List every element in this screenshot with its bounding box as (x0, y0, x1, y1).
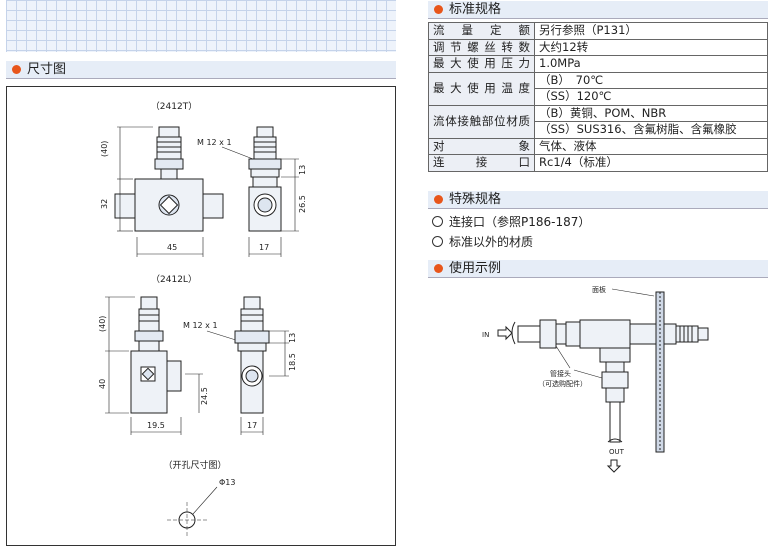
table-row: （SS）SUS316、含氟树脂、含氟橡胶 (429, 121, 768, 139)
in-label: IN (482, 331, 489, 339)
model-label-2412t: （2412T） (151, 101, 197, 112)
spec-value: （B） 70℃ (534, 71, 768, 89)
table-row: 流量定额另行参照（P131） (428, 22, 768, 40)
special-item-2: 标准以外的材质 (449, 235, 534, 249)
spec-key: 流量定额 (428, 22, 535, 40)
dim-l-side-b: 18.5 (288, 353, 297, 371)
dim-t-side-a: 13 (298, 165, 307, 175)
bullet-icon (434, 264, 443, 273)
circle-bullet-icon (432, 216, 443, 227)
spec-key: 连接口 (428, 154, 535, 172)
panel-label: 面板 (592, 285, 606, 294)
spec-key: 对象 (428, 137, 535, 155)
list-item: 标准以外的材质 (432, 233, 533, 250)
dimension-section-header: 尺寸图 (6, 61, 396, 79)
spec-value: （SS）120℃ (534, 88, 768, 106)
thread-label-l: M 12 x 1 (183, 321, 218, 330)
usage-section-title: 使用示例 (449, 261, 502, 276)
spec-value: 另行参照（P131） (534, 22, 768, 40)
special-section-header: 特殊规格 (428, 191, 768, 209)
table-row: 流体接触部位材质（B）黄铜、POM、NBR (428, 104, 768, 139)
usage-section-header: 使用示例 (428, 260, 768, 278)
spec-value: 大约12转 (534, 38, 768, 56)
dim-l-body: 40 (98, 379, 107, 389)
spec-key: 最大使用压力 (428, 55, 535, 73)
dim-l-side-w: 17 (247, 421, 257, 430)
spec-value: （SS）SUS316、含氟树脂、含氟橡胶 (534, 121, 768, 139)
bullet-icon (434, 5, 443, 14)
spec-value: 气体、液体 (534, 137, 768, 155)
bullet-icon (12, 65, 21, 74)
dim-l-width: 19.5 (147, 421, 165, 430)
usage-diagram: 面板 IN 管接头 （可选购配件） OUT (482, 285, 709, 473)
dim-t-side-w: 17 (259, 243, 269, 252)
spec-key: 最大使用温度 (428, 71, 535, 106)
out-label: OUT (609, 448, 625, 456)
hole-title: （开孔尺寸图） (163, 459, 226, 471)
dim-l-side-a: 13 (288, 333, 297, 343)
dim-t-body: 32 (100, 199, 109, 209)
spec-value: Rc1/4（标准） (534, 154, 768, 172)
dimension-drawing-box: （2412T） (40) 32 45 M 12 x 1 (6, 86, 396, 546)
special-section-title: 特殊规格 (449, 192, 502, 207)
spec-section-header: 标准规格 (428, 1, 768, 19)
circle-bullet-icon (432, 236, 443, 247)
table-row: 最大使用温度（B） 70℃ (428, 71, 768, 106)
thread-label-t: M 12 x 1 (197, 138, 232, 147)
dimension-drawings: （2412T） (40) 32 45 M 12 x 1 (98, 101, 307, 538)
spec-key: 调节螺丝转数 (428, 38, 535, 56)
dimension-section-title: 尺寸图 (27, 62, 67, 77)
table-row: 对象气体、液体 (428, 137, 768, 155)
spec-value: （B）黄铜、POM、NBR (534, 104, 768, 122)
fitting-label: 管接头 (550, 369, 571, 378)
list-item: 连接口（参照P186-187） (432, 213, 590, 230)
model-label-2412l: （2412L） (151, 274, 197, 285)
dim-l-height2: 24.5 (200, 387, 209, 405)
spec-key: 流体接触部位材质 (428, 104, 535, 139)
fitting-note: （可选购配件） (538, 379, 587, 388)
table-row: 调节螺丝转数大约12转 (428, 38, 768, 56)
dim-l-top: (40) (98, 316, 107, 332)
special-item-1: 连接口（参照P186-187） (449, 215, 591, 229)
spec-value: 1.0MPa (534, 55, 768, 73)
dim-t-top: (40) (100, 141, 109, 157)
spec-section-title: 标准规格 (449, 2, 502, 17)
bullet-icon (434, 195, 443, 204)
dim-t-side-b: 26.5 (298, 195, 307, 213)
grid-background (6, 0, 396, 52)
table-row: （SS）120℃ (429, 88, 768, 106)
dim-t-width: 45 (167, 243, 177, 252)
hole-diameter: Φ13 (219, 478, 235, 487)
